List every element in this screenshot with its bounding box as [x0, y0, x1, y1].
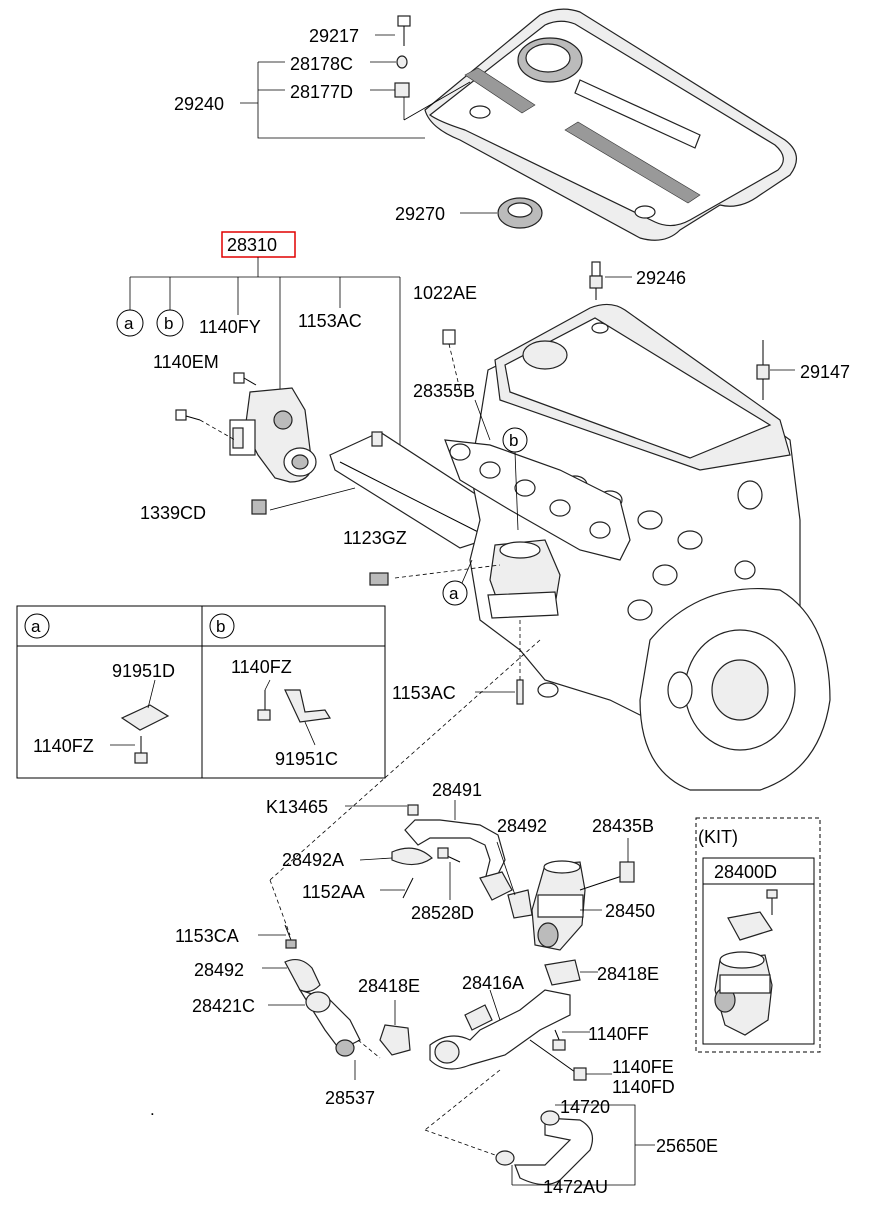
label-91951c: 91951C: [275, 749, 338, 769]
label-28355b: 28355B: [413, 381, 475, 401]
label-k13465: K13465: [266, 797, 328, 817]
egr-mount: [369, 539, 561, 619]
label-28418e-right: 28418E: [597, 964, 659, 984]
label-1472au: 1472AU: [543, 1177, 608, 1197]
label-28492a: 28492A: [282, 850, 344, 870]
engine-block: [469, 303, 831, 791]
callout-a-engine: a: [449, 584, 459, 603]
label-1153ac-top: 1153AC: [298, 311, 362, 331]
stud-mid: [269, 620, 541, 936]
label-1140em: 1140EM: [153, 352, 219, 372]
leaders-top: [240, 34, 497, 214]
callout-table: [16, 605, 386, 779]
label-91951d: 91951D: [112, 661, 175, 681]
callout-a-top: a: [124, 314, 134, 333]
kit-box: [695, 817, 821, 1053]
label-1153ca: 1153CA: [175, 926, 239, 946]
manifold-gasket: [444, 399, 631, 561]
label-1140fy: 1140FY: [199, 317, 261, 337]
label-29217: 29217: [309, 26, 359, 46]
label-28310: 28310: [227, 235, 277, 255]
label-28177d: 28177D: [290, 82, 353, 102]
label-kit: (KIT): [698, 827, 738, 847]
label-1339cd: 1339CD: [140, 503, 206, 523]
label-29246: 29246: [636, 268, 686, 288]
label-28537: 28537: [325, 1088, 375, 1108]
label-28421c: 28421C: [192, 996, 255, 1016]
label-28178c: 28178C: [290, 54, 353, 74]
callout-b-top: b: [164, 314, 173, 333]
label-1140ff: 1140FF: [588, 1024, 649, 1044]
egr-pipe-assembly: [258, 800, 655, 1186]
label-25650e: 25650E: [656, 1136, 718, 1156]
throttle-body: [175, 372, 317, 483]
label-28528d: 28528D: [411, 903, 474, 923]
sensors: [442, 261, 795, 400]
label-29147: 29147: [800, 362, 850, 382]
label-1022ae: 1022AE: [413, 283, 477, 303]
label-29240: 29240: [174, 94, 224, 114]
label-28435b: 28435B: [592, 816, 654, 836]
callout-b-engine: b: [509, 431, 518, 450]
label-1123gz: 1123GZ: [343, 528, 407, 548]
label-28418e-left: 28418E: [358, 976, 420, 996]
stray-mark: .: [150, 1100, 155, 1119]
label-1140fd: 1140FD: [612, 1077, 675, 1097]
throttle-assembly-bracket: [116, 231, 401, 450]
callout-b-table: b: [216, 617, 225, 636]
engine-cover: [424, 8, 797, 241]
label-14720: 14720: [560, 1097, 610, 1117]
label-28416a: 28416A: [462, 973, 524, 993]
labels: 29217 28178C 29240 28177D 29270 28310 29…: [33, 26, 850, 1197]
label-1140fz-b: 1140FZ: [231, 657, 292, 677]
label-28492-low: 28492: [194, 960, 244, 980]
label-28491: 28491: [432, 780, 482, 800]
label-28450: 28450: [605, 901, 655, 921]
label-1140fe: 1140FE: [612, 1057, 674, 1077]
label-28492-top: 28492: [497, 816, 547, 836]
callout-letters: a b b a a b: [31, 314, 518, 636]
label-29270: 29270: [395, 204, 445, 224]
label-28400d: 28400D: [714, 862, 777, 882]
label-1140fz-a: 1140FZ: [33, 736, 94, 756]
cover-hardware: [394, 15, 543, 229]
label-1153ac-mid: 1153AC: [392, 683, 456, 703]
callout-a-table: a: [31, 617, 41, 636]
label-1152aa: 1152AA: [302, 882, 365, 902]
